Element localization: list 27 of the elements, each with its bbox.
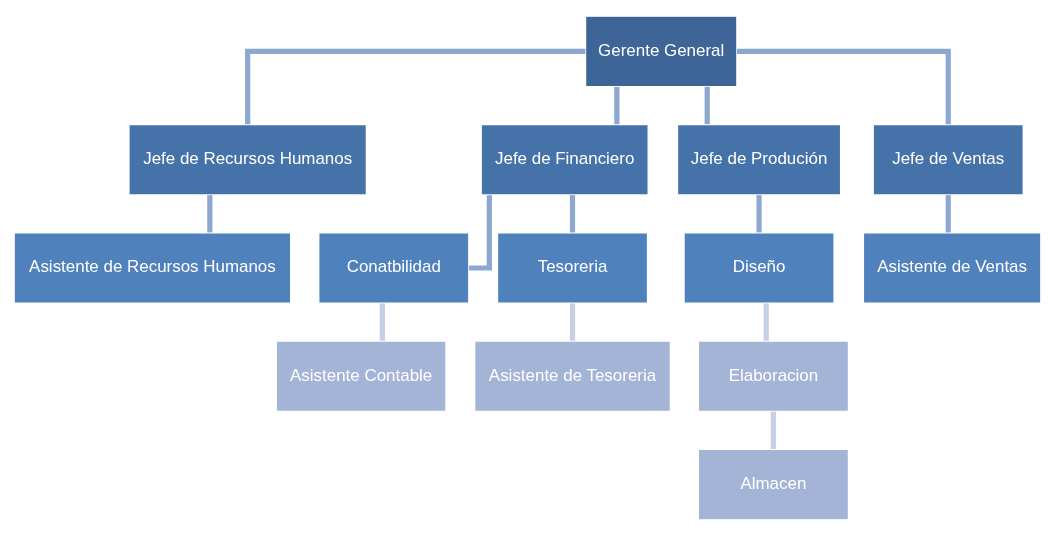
- node-box: Diseño: [683, 231, 835, 304]
- connector: [569, 302, 576, 341]
- connector: [737, 48, 951, 124]
- connector: [379, 302, 385, 341]
- connector: [469, 194, 492, 271]
- node-box: Jefe de Recursos Humanos: [128, 123, 368, 196]
- node-box: Asistente Contable: [275, 339, 447, 412]
- node-box: Gerente General: [584, 15, 738, 87]
- connector: [207, 194, 213, 232]
- connector: [945, 194, 951, 232]
- connector: [763, 302, 769, 341]
- connector: [770, 411, 776, 449]
- node-box: Jefe de Produción: [676, 123, 842, 196]
- node-box: Tesoreria: [496, 231, 649, 304]
- node-box: Almacen: [697, 448, 850, 520]
- connector: [704, 86, 710, 124]
- connector: [756, 194, 762, 232]
- node-box: Asistente de Ventas: [862, 231, 1042, 304]
- connector: [614, 86, 620, 124]
- connector: [245, 48, 586, 124]
- node-box: Conatbilidad: [318, 231, 470, 304]
- node-box: Jefe de Ventas: [872, 123, 1024, 196]
- node-box: Asistente de Recursos Humanos: [13, 231, 292, 304]
- connector: [569, 194, 576, 232]
- node-box: Asistente de Tesoreria: [474, 339, 671, 412]
- node-box: Jefe de Financiero: [480, 123, 649, 196]
- node-box: Elaboracion: [697, 339, 850, 412]
